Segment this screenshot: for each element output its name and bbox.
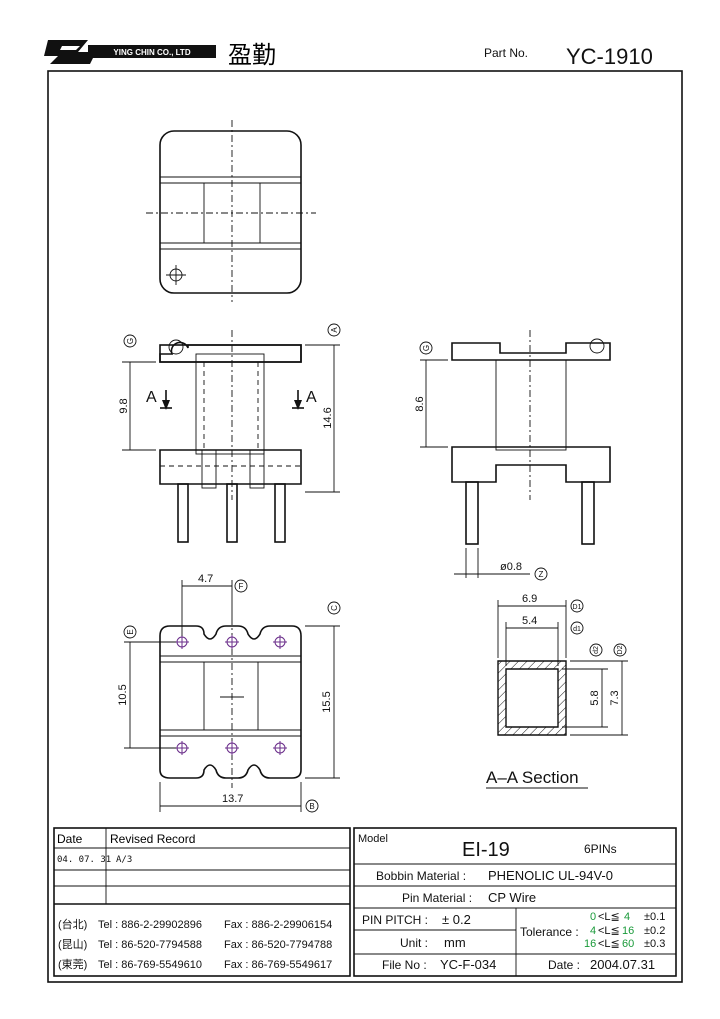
pin-z-label: Z <box>539 570 544 579</box>
section-view: 6.9 D1 5.4 d1 5.8 7.3 d2 D2 A–A Section <box>486 593 628 789</box>
contact-fax: Fax : 86-520-7794788 <box>224 939 332 951</box>
file-no-value: YC-F-034 <box>440 957 496 972</box>
dim-f-label: F <box>239 582 244 591</box>
dim-b-label: B <box>309 802 314 811</box>
file-no-label: File No : <box>382 958 427 972</box>
rev-row-record: A/3 <box>116 855 132 865</box>
unit-label: Unit : <box>400 936 428 950</box>
dim-10-5: 10.5 <box>117 684 129 705</box>
tol-lo: 0 <box>590 911 596 923</box>
dim-d2-lower: d2 <box>593 646 600 654</box>
tol-op: <L≦ <box>598 938 620 950</box>
side-view: 8.6 G ø0.8 Z <box>414 330 611 581</box>
dim-4-7: 4.7 <box>198 573 213 585</box>
dim-15-5: 15.5 <box>321 691 333 712</box>
dim-a-label: A <box>330 327 339 333</box>
dim-e-label: E <box>126 629 135 634</box>
drawing-frame <box>47 70 683 983</box>
dim-d1-upper: D1 <box>573 604 582 611</box>
unit-value: mm <box>444 935 466 950</box>
contact-fax: Fax : 86-769-5549617 <box>224 959 332 971</box>
revision-table: Date Revised Record 04. 07. 31 A/3 (台北) … <box>53 827 351 977</box>
pin-pitch-label: PIN PITCH : <box>362 913 428 927</box>
front-view: 9.8 14.6 G A A A <box>118 323 341 543</box>
part-no-label: Part No. <box>484 46 528 60</box>
side-g-label: G <box>422 345 431 351</box>
bobbin-material-label: Bobbin Material : <box>376 869 466 883</box>
dim-g-label: G <box>126 338 135 344</box>
contact-city: (台北) <box>58 917 87 931</box>
dim-5-4: 5.4 <box>522 615 537 627</box>
rev-col-date: Date <box>57 832 83 846</box>
rev-row-date: 04. 07. 31 <box>57 855 111 865</box>
date-value: 2004.07.31 <box>590 957 655 972</box>
section-title: A–A Section <box>486 768 579 787</box>
dim-5-8: 5.8 <box>589 690 601 705</box>
date-label: Date : <box>548 958 580 972</box>
tol-op: <L≦ <box>598 925 620 937</box>
model-label: Model <box>358 833 388 845</box>
contact-tel: Tel : 86-769-5549610 <box>98 959 202 971</box>
dim-7-3: 7.3 <box>609 690 621 705</box>
pin-pitch-value: ± 0.2 <box>442 912 471 927</box>
tol-hi: 60 <box>622 938 634 950</box>
rev-col-record: Revised Record <box>110 832 195 846</box>
contact-city: (昆山) <box>58 938 87 951</box>
section-marker-right: A <box>306 389 317 406</box>
pin-material-label: Pin Material : <box>402 891 472 905</box>
pin-count: 6PINs <box>584 842 617 856</box>
tol-hi: 16 <box>622 925 634 937</box>
tol-op: <L≦ <box>598 911 620 923</box>
tol-hi: 4 <box>624 911 630 923</box>
contact-city: (東莞) <box>58 958 87 971</box>
pin-material-value: CP Wire <box>488 890 536 905</box>
dim-d1-lower: d1 <box>573 626 581 633</box>
tol-val: ±0.2 <box>644 925 665 937</box>
company-logo: YING CHIN CO., LTD <box>44 40 216 64</box>
tol-lo: 4 <box>590 925 596 937</box>
contact-tel: Tel : 886-2-29902896 <box>98 919 202 931</box>
company-name: YING CHIN CO., LTD <box>113 48 190 57</box>
contact-fax: Fax : 886-2-29906154 <box>224 919 332 931</box>
dim-14-6: 14.6 <box>322 407 334 428</box>
section-marker-left: A <box>146 389 157 406</box>
company-chinese-name: 盈勤 <box>228 41 276 69</box>
bottom-view: 4.7 F 10.5 E 15.5 C 13.7 B <box>117 573 341 813</box>
dim-c-label: C <box>330 605 339 611</box>
part-no: YC-1910 <box>566 44 653 69</box>
tol-val: ±0.3 <box>644 938 665 950</box>
tol-val: ±0.1 <box>644 911 665 923</box>
model-value: EI-19 <box>462 839 510 861</box>
bobbin-material-value: PHENOLIC UL-94V-0 <box>488 868 613 883</box>
pin-diameter: ø0.8 <box>500 561 522 573</box>
spec-table: Model EI-19 6PINs Bobbin Material : PHEN… <box>353 827 677 977</box>
tolerance-label: Tolerance : <box>520 925 579 939</box>
dim-9-8: 9.8 <box>118 398 130 413</box>
top-view <box>146 120 316 302</box>
dim-6-9: 6.9 <box>522 593 537 605</box>
tol-lo: 16 <box>584 938 596 950</box>
dim-13-7: 13.7 <box>222 793 243 805</box>
dim-8-6: 8.6 <box>414 396 426 411</box>
contact-tel: Tel : 86-520-7794588 <box>98 939 202 951</box>
dim-d2-upper: D2 <box>617 645 624 654</box>
